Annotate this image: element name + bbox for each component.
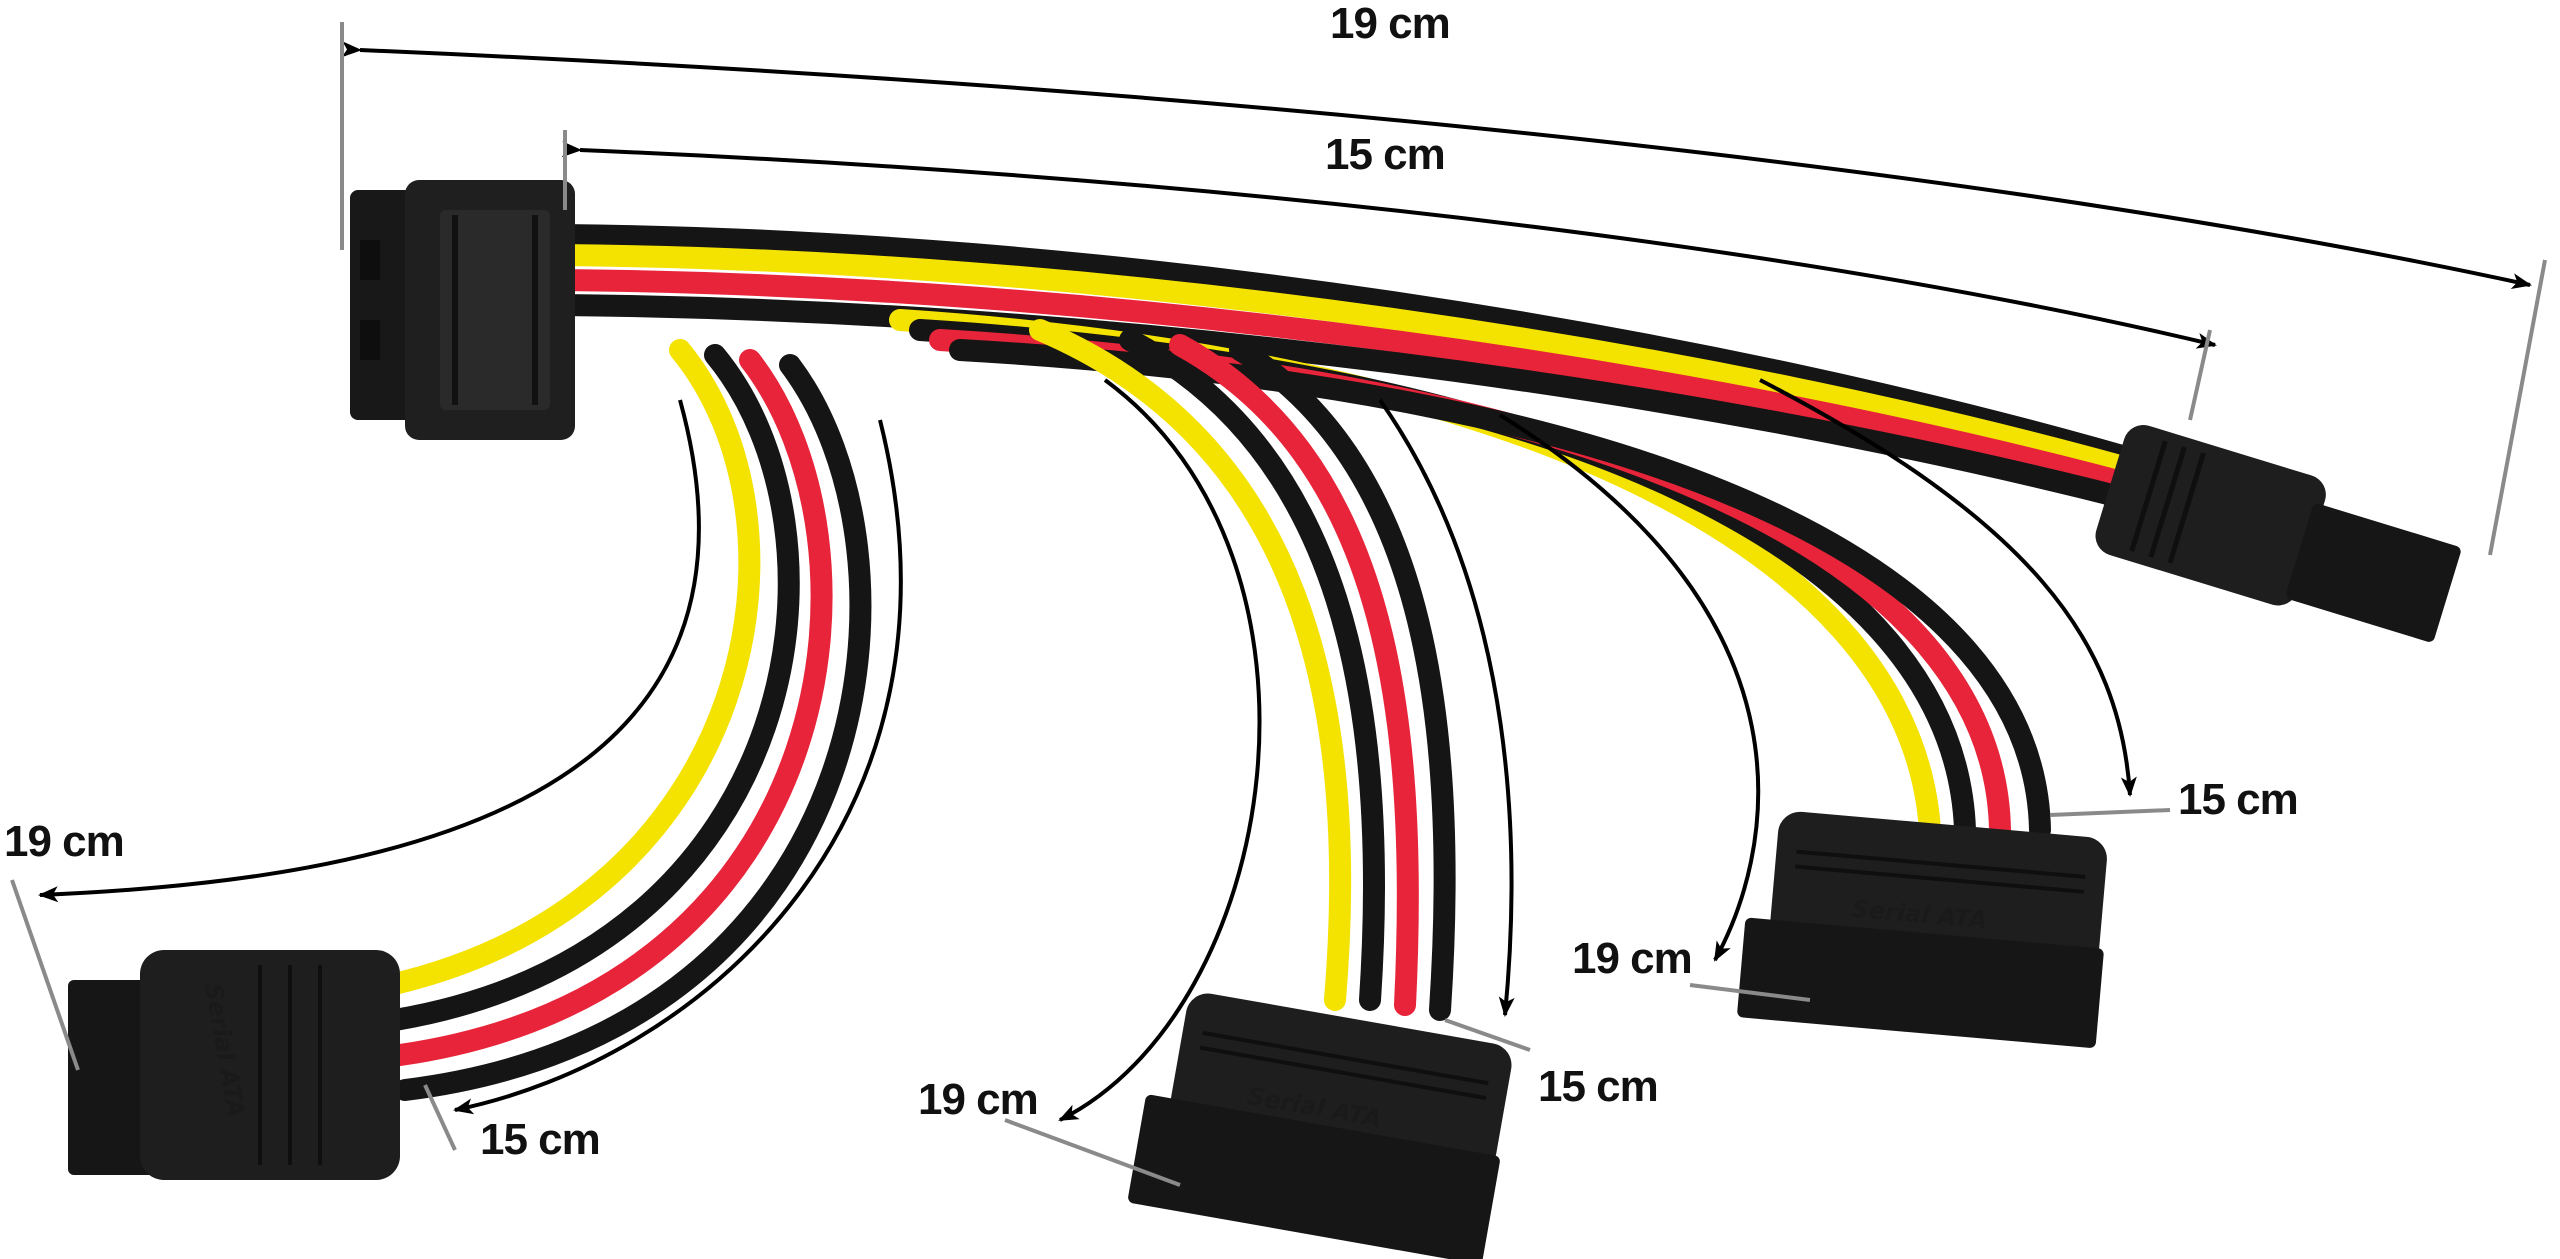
input-connector [350,180,575,440]
arrow-left-long [38,399,701,903]
wire-bundle-left [379,339,872,1101]
label-right-short: 15 cm [2178,775,2299,824]
dimension-arrows [38,41,2532,1122]
label-center-long: 19 cm [918,1075,1039,1124]
label-top-short: 15 cm [1325,130,1446,179]
label-left-long: 19 cm [4,817,125,866]
label-top-long: 19 cm [1330,0,1451,48]
label-right-long: 19 cm [1572,934,1693,983]
output-connector-left: Serial ATA [68,950,400,1180]
output-connector-top-right [2095,424,2461,642]
arrow-right-short [1759,378,2137,797]
arrow-top-short [561,141,2217,349]
output-connector-center: Serial ATA [1128,993,1512,1259]
arrow-center-short [1378,398,1515,1017]
arrow-right-long [1498,413,1761,962]
label-left-short: 15 cm [480,1115,601,1164]
output-connector-right: Serial ATA [1737,811,2107,1048]
tick-marks [10,22,2547,1187]
arrow-left-short [453,419,903,1115]
wire-bundle-center [1029,319,1456,1021]
arrow-center-long [1058,378,1262,1122]
label-center-short: 15 cm [1538,1062,1659,1111]
